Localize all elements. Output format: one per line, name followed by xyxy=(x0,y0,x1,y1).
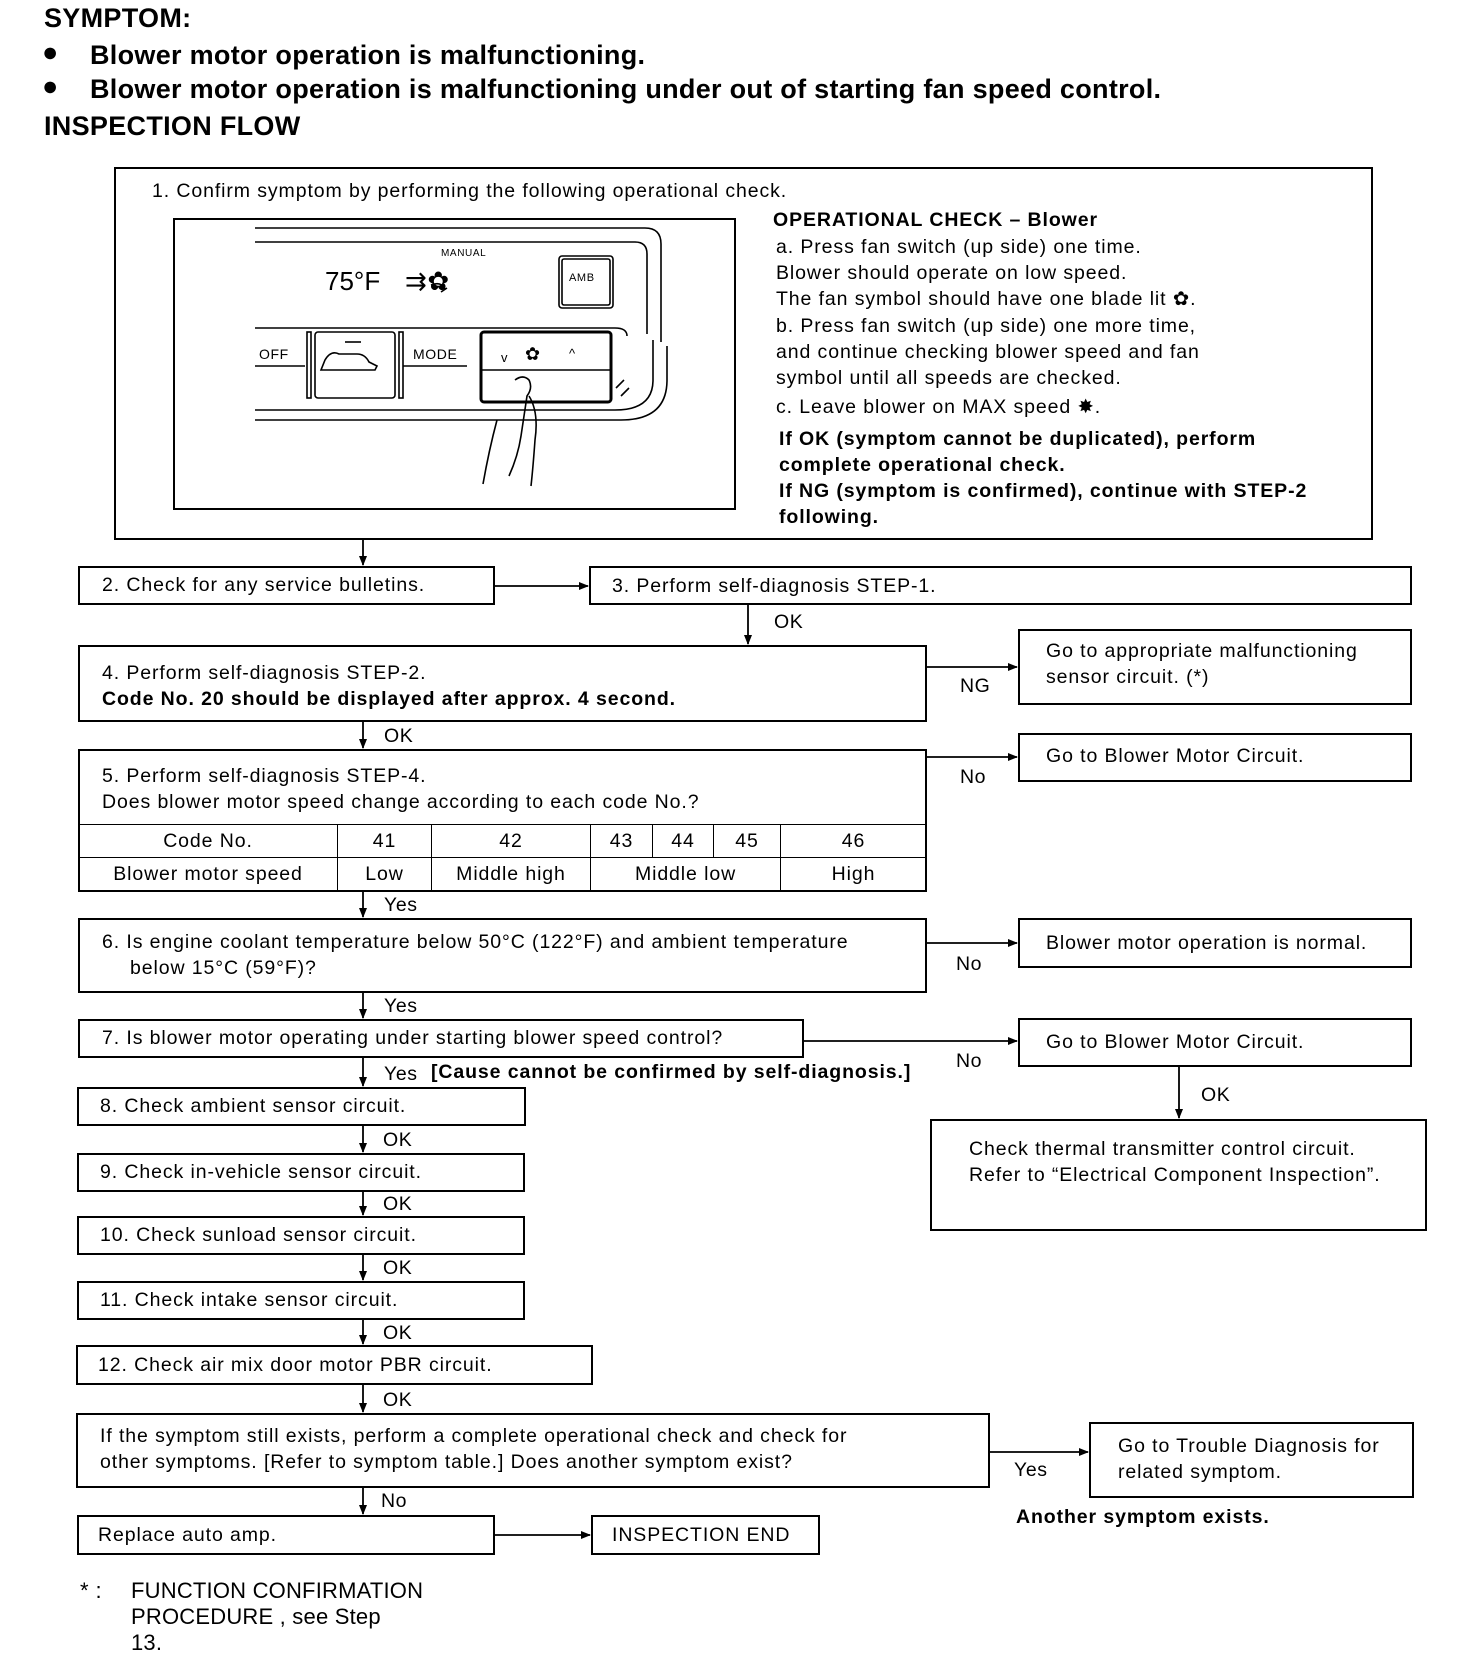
flow-connectors xyxy=(0,0,1472,1662)
